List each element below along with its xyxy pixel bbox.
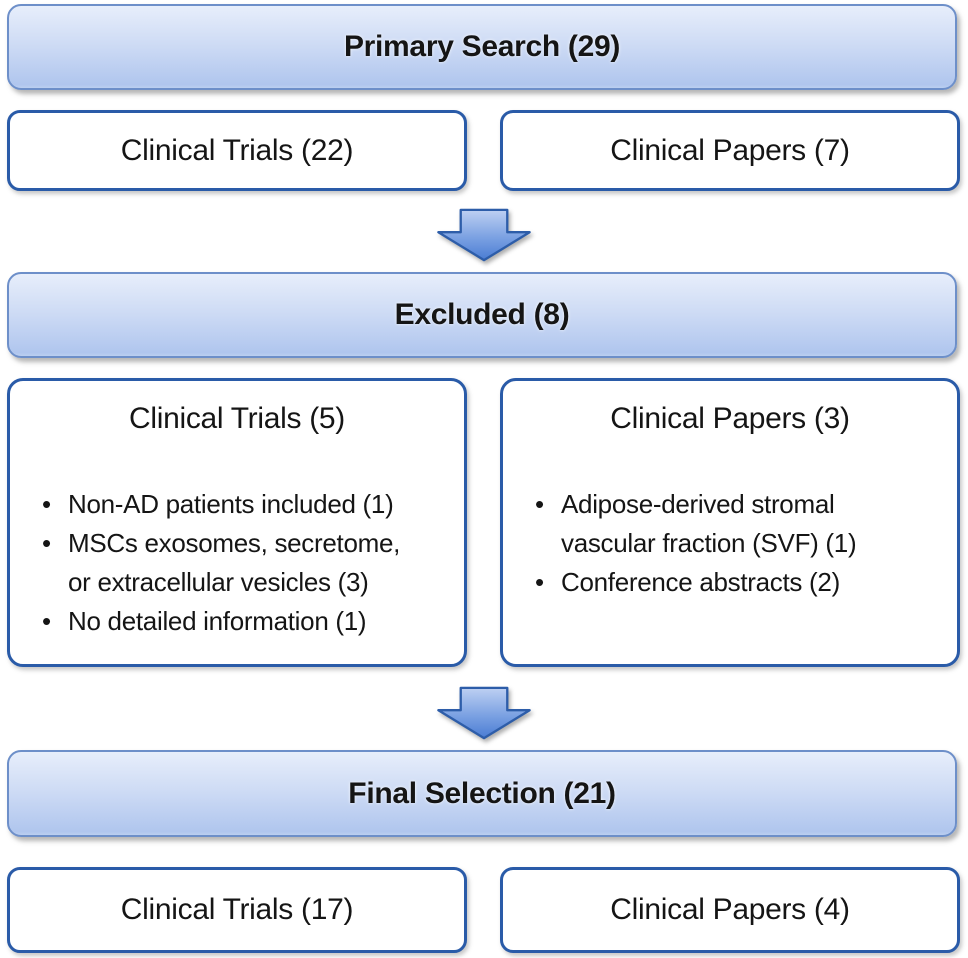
box-label: Clinical Trials (22) (120, 133, 354, 167)
down-arrow-icon (437, 686, 531, 740)
stage-header-excluded: Excluded (8) (7, 272, 957, 358)
stage-header-label: Excluded (8) (394, 298, 570, 331)
box-clinical-trials-22: Clinical Trials (22) (7, 110, 467, 191)
box-clinical-papers-4: Clinical Papers (4) (500, 867, 960, 953)
detail-box-title: Clinical Trials (5) (128, 402, 345, 435)
box-clinical-papers-7: Clinical Papers (7) (500, 110, 960, 191)
exclusion-reason-list: Adipose-derived stromal vascular fractio… (503, 485, 957, 602)
exclusion-reason: Non-AD patients included (1) (40, 485, 450, 524)
down-arrow-icon (437, 208, 531, 262)
box-label: Clinical Trials (17) (120, 893, 354, 926)
exclusion-reason-list: Non-AD patients included (1) MSCs exosom… (10, 485, 464, 641)
detail-box-title: Clinical Papers (3) (610, 402, 850, 435)
stage-header-primary-search: Primary Search (29) (7, 4, 957, 90)
exclusion-reason: No detailed information (1) (40, 602, 450, 641)
exclusion-reason: Adipose-derived stromal vascular fractio… (533, 485, 943, 563)
stage-header-label: Final Selection (21) (348, 776, 616, 810)
exclusion-reason: MSCs exosomes, secretome, or extracellul… (40, 524, 450, 602)
box-label: Clinical Papers (4) (610, 893, 850, 926)
box-excluded-clinical-trials: Clinical Trials (5) Non-AD patients incl… (7, 378, 467, 667)
box-excluded-clinical-papers: Clinical Papers (3) Adipose-derived stro… (500, 378, 960, 667)
exclusion-reason: Conference abstracts (2) (533, 563, 943, 602)
box-label: Clinical Papers (7) (610, 133, 850, 167)
box-clinical-trials-17: Clinical Trials (17) (7, 867, 467, 953)
stage-header-label: Primary Search (29) (343, 30, 621, 63)
stage-header-final-selection: Final Selection (21) (7, 750, 957, 837)
